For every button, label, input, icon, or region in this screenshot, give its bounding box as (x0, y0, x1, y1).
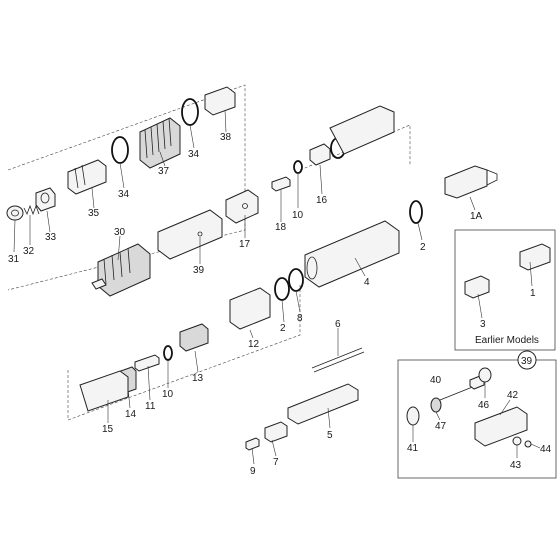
label-10a: 10 (292, 210, 304, 221)
upper-group-frame (7, 84, 246, 291)
part-46-nut (478, 367, 492, 383)
part-13-bushing (179, 323, 209, 352)
label-3: 3 (480, 319, 486, 330)
part-7-collet (264, 421, 288, 443)
label-37: 37 (158, 166, 170, 177)
label-10b: 10 (162, 389, 174, 400)
label-2a: 2 (420, 242, 426, 253)
label-5: 5 (327, 430, 333, 441)
part-38-fitting (204, 86, 236, 116)
part-2-oring-b (274, 277, 290, 301)
part-17-valve-body (225, 189, 259, 224)
lower-group-frame (67, 285, 301, 421)
label-42: 42 (507, 390, 519, 401)
label-41: 41 (407, 443, 419, 454)
part-34-oring-a (111, 136, 129, 164)
part-35-valve-seat (67, 159, 107, 195)
part-33-valve (35, 187, 56, 212)
part-12-cylinder (229, 287, 271, 330)
label-43: 43 (510, 460, 522, 471)
part-37-knurled-sleeve (139, 117, 181, 169)
part-39-handle-body (157, 209, 223, 260)
part-10-oring-small-a (293, 160, 303, 174)
label-1: 1 (530, 288, 536, 299)
part-47-seal (430, 397, 442, 413)
label-34b: 34 (188, 149, 200, 160)
label-15: 15 (102, 424, 114, 435)
part-2-oring-a (409, 200, 423, 224)
inset-39-badge-label: 39 (521, 356, 533, 367)
part-11-piston (134, 354, 160, 372)
label-18: 18 (275, 222, 287, 233)
middle-group-frame (299, 124, 411, 171)
part-5-guide-tube (287, 383, 359, 425)
label-4: 4 (364, 277, 370, 288)
earlier-models-caption: Earlier Models (475, 335, 539, 346)
label-39: 39 (193, 265, 205, 276)
leader-lines (13, 109, 541, 465)
label-11: 11 (145, 401, 156, 412)
part-15-handle-housing (79, 370, 129, 412)
earlier-models-inset (454, 229, 556, 351)
part-1-nozzle-earlier (519, 243, 551, 271)
part-labels: 31 32 33 35 34 37 34 38 30 39 17 18 10 1… (8, 132, 552, 477)
label-14: 14 (125, 409, 137, 420)
label-38: 38 (220, 132, 232, 143)
label-47: 47 (435, 421, 447, 432)
label-6: 6 (335, 319, 341, 330)
label-16: 16 (316, 195, 328, 206)
label-44: 44 (540, 444, 552, 455)
part-9-screw (245, 437, 260, 451)
label-33: 33 (45, 232, 57, 243)
part-43-spring (512, 436, 522, 446)
part-44-ball (524, 440, 532, 448)
part-1A-nozzle (444, 165, 498, 199)
part-4-barrel (304, 220, 400, 288)
label-30: 30 (114, 227, 126, 238)
label-17: 17 (239, 239, 251, 250)
label-31: 31 (8, 254, 20, 265)
label-13: 13 (192, 373, 204, 384)
part-6-spring-strip (311, 347, 365, 373)
label-8: 8 (297, 313, 303, 324)
part-41-washer (406, 406, 420, 426)
label-7: 7 (273, 457, 279, 468)
part-31-nut (6, 205, 24, 221)
label-40: 40 (430, 375, 442, 386)
label-34a: 34 (118, 189, 130, 200)
label-9: 9 (250, 466, 256, 477)
handle-housing-upper (329, 105, 395, 155)
part-32-spring (23, 204, 40, 216)
part-34-oring-b (181, 98, 199, 126)
label-46: 46 (478, 400, 490, 411)
part-39-inset (397, 350, 557, 479)
part-40-stem (439, 375, 485, 401)
part-18-pin (271, 176, 291, 192)
part-3-cap-earlier (464, 275, 490, 299)
part-30-throttle-assembly (91, 243, 151, 297)
label-35: 35 (88, 208, 100, 219)
part-8-oring (288, 268, 304, 292)
part-42-valve-body (474, 406, 528, 447)
inset-39-badge (517, 350, 537, 370)
label-1A: 1A (470, 211, 483, 222)
label-12: 12 (248, 339, 260, 350)
label-2b: 2 (280, 323, 286, 334)
label-32: 32 (23, 246, 35, 257)
part-10-oring-small-b (163, 345, 173, 361)
